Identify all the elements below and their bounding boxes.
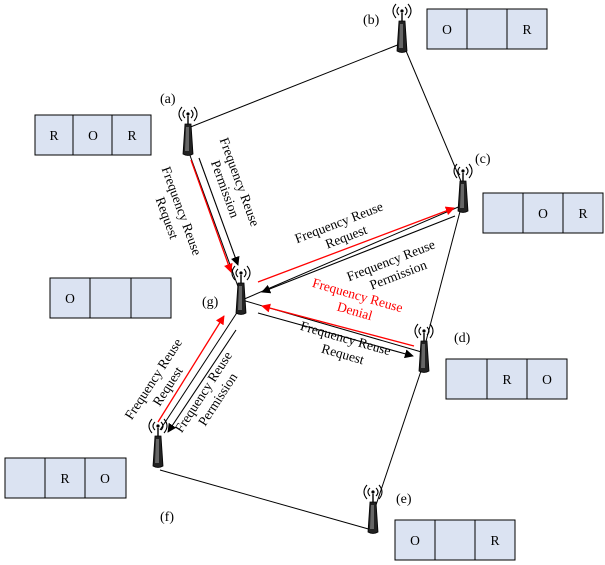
node-label-g: (g) (202, 295, 219, 310)
arrow-g-f-permission (167, 329, 237, 433)
channel-box-c: O R (482, 192, 604, 234)
arrow-a-g-request (190, 159, 233, 273)
tower-g-icon (231, 265, 251, 316)
cell-a-1 (34, 114, 74, 156)
arrow-c-g-permission (261, 215, 456, 294)
cell-a-2 (72, 114, 113, 156)
label-c-request: Frequency Reuse Request (293, 197, 394, 261)
cell-e-2 (434, 519, 476, 561)
node-label-b: (b) (363, 13, 380, 28)
cell-c-1 (482, 192, 524, 234)
cell-d-2-text: R (502, 372, 511, 387)
cell-b-1-text: O (442, 22, 452, 37)
cell-g-1 (49, 277, 91, 319)
cell-a-3-text: R (127, 128, 136, 143)
label-a-permission: Frequency Reuse Permission (202, 135, 264, 237)
link-c-d (424, 199, 464, 346)
tower-d-icon (414, 323, 434, 374)
link-g-c (241, 204, 464, 301)
cell-c-3 (562, 192, 604, 234)
link-a-b (187, 43, 401, 129)
node-labels: (a) (b) (c) (d) (e) (f) (g) (160, 13, 491, 525)
cell-d-3 (526, 358, 568, 400)
cell-c-2 (522, 192, 564, 234)
cell-g-1-text: O (65, 291, 75, 306)
node-label-e: (e) (396, 492, 412, 507)
arrow-a-g-permission (198, 157, 240, 266)
cell-a-2-text: O (88, 128, 98, 143)
cell-d-2 (486, 358, 528, 400)
node-label-c: (c) (475, 152, 491, 167)
cell-c-3-text: R (578, 206, 587, 221)
tower-a-icon (178, 106, 198, 157)
arrow-g-d-request (257, 312, 414, 359)
channel-box-f: R O (4, 457, 127, 499)
cell-e-1-text: O (410, 533, 420, 548)
label-a-request: Frequency Reuse Request (144, 164, 206, 266)
cell-f-3-text: O (100, 471, 110, 486)
cell-a-1-text: R (49, 128, 58, 143)
label-d-request: Frequency Reuse Request (294, 318, 396, 374)
channel-box-a: R O R (34, 114, 152, 156)
cell-e-1 (394, 519, 436, 561)
network-links (159, 43, 464, 531)
cell-c-2-text: O (538, 206, 548, 221)
channel-box-d: R O (445, 358, 568, 400)
message-arrows (157, 157, 456, 433)
link-b-c (403, 45, 464, 187)
link-f-e (159, 469, 373, 531)
cell-e-3 (474, 519, 516, 561)
cell-b-1 (426, 8, 468, 50)
arrow-g-c-request (257, 206, 455, 283)
cell-b-3-text: R (522, 22, 531, 37)
cell-b-3 (506, 8, 548, 50)
node-label-d: (d) (454, 331, 471, 346)
cell-d-1 (445, 358, 488, 400)
arrow-f-g-request (157, 315, 225, 423)
channel-box-g: O (49, 277, 172, 319)
cell-a-3 (111, 114, 152, 156)
cell-f-1 (4, 457, 46, 499)
cell-g-3 (130, 277, 172, 319)
cell-g-2-highlighted (89, 277, 132, 319)
cell-f-2-text: R (60, 471, 69, 486)
link-g-f (159, 307, 241, 431)
tower-f-icon (148, 418, 168, 469)
node-label-a: (a) (160, 92, 176, 107)
node-label-f: (f) (160, 510, 174, 525)
cell-f-3 (84, 457, 127, 499)
channel-box-e: O R (394, 519, 516, 561)
cell-f-2 (44, 457, 86, 499)
link-d-e (375, 364, 424, 506)
channel-box-b: O R (426, 8, 548, 50)
cell-e-3-text: R (490, 533, 499, 548)
tower-e-icon (363, 484, 383, 535)
cell-b-2 (466, 8, 508, 50)
cell-d-3-text: O (542, 372, 552, 387)
arrow-d-g-denial (261, 303, 415, 347)
